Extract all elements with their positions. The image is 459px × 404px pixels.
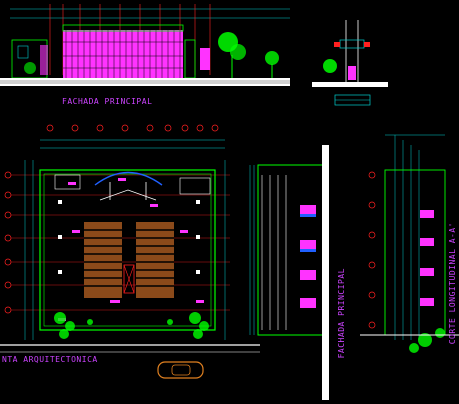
section-drawing [360, 134, 459, 353]
planta-arquitectonica-label: NTA ARQUITECTONICA [2, 355, 98, 364]
floor-plan-drawing [0, 124, 260, 379]
top-facade-drawing [0, 4, 290, 86]
detail-drawing [312, 20, 388, 106]
fachada-principal-top-label: FACHADA PRINCIPAL [62, 97, 153, 106]
corte-longitudinal-label: CORTE LONGITUDINAL A-A' [448, 222, 457, 345]
side-facade-drawing [249, 145, 329, 400]
fachada-principal-side-label: FACHADA PRINCIPAL [337, 268, 346, 359]
